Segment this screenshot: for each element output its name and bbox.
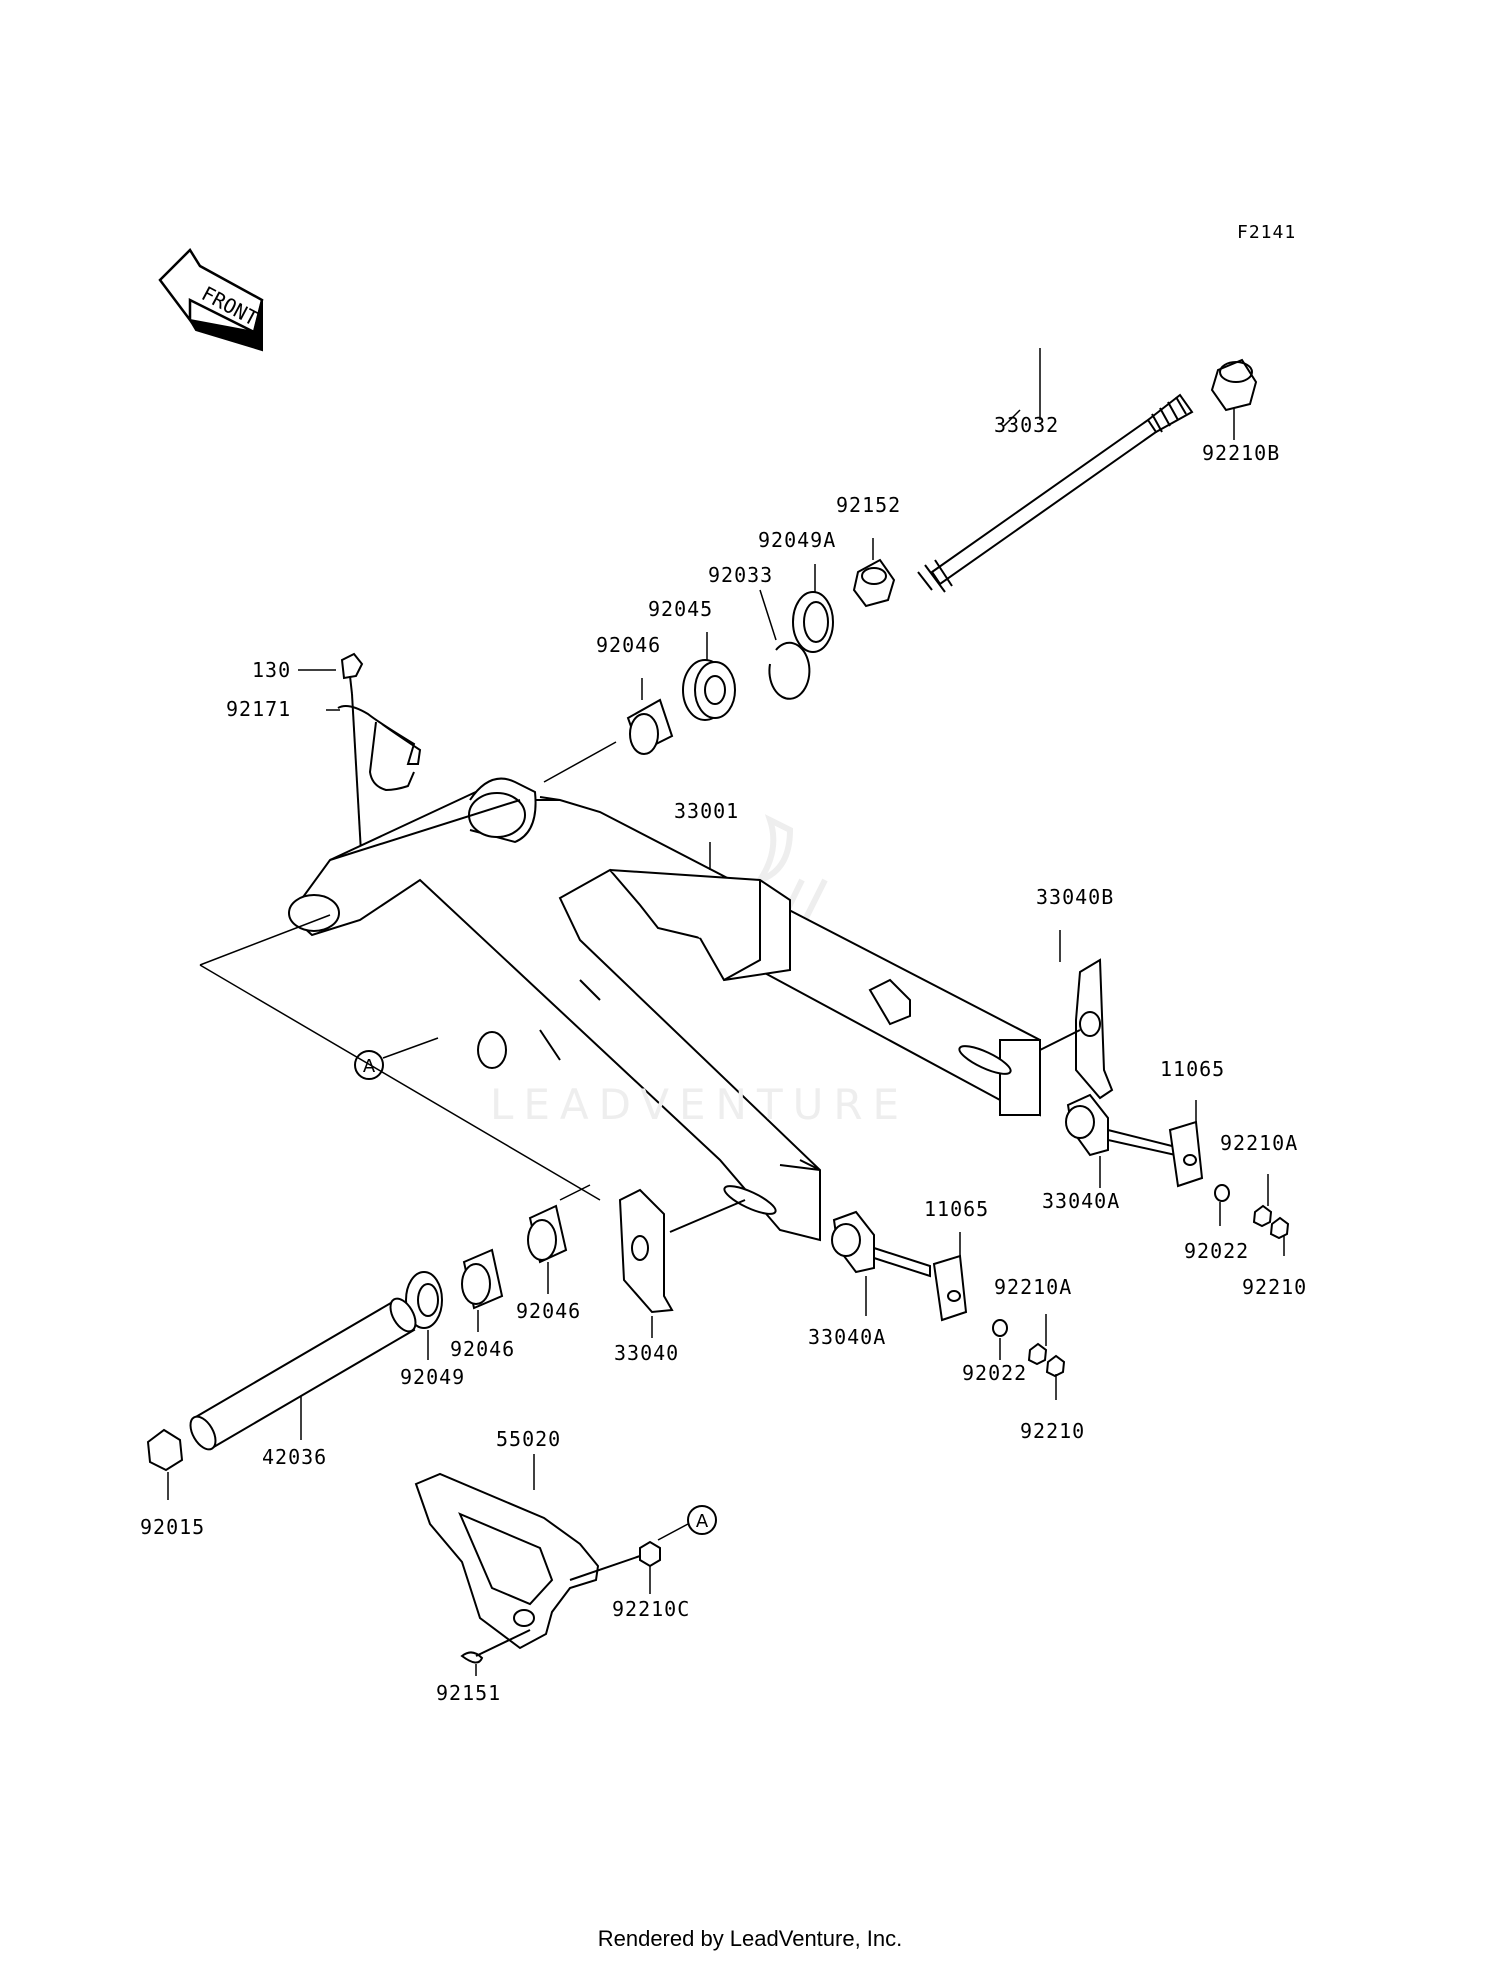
part-label-92049A[interactable]: 92049A	[758, 528, 837, 552]
nut-92210A-right	[1254, 1206, 1271, 1226]
nut-92210A-left	[1029, 1344, 1046, 1364]
part-label-11065-right[interactable]: 11065	[1160, 1057, 1226, 1081]
part-label-92210A-right[interactable]: 92210A	[1220, 1131, 1299, 1155]
adjuster-33040A-right	[1066, 1095, 1180, 1156]
part-label-33040A-left[interactable]: 33040A	[808, 1325, 887, 1349]
washer-92022-left	[993, 1320, 1007, 1336]
screw-92210C	[640, 1542, 660, 1566]
nut-92210-right	[1271, 1218, 1288, 1238]
washer-92022-right	[1215, 1185, 1229, 1201]
nut-92210B	[1212, 360, 1256, 410]
bearing-92046-top	[628, 700, 672, 754]
part-label-130[interactable]: 130	[252, 658, 292, 682]
callout-A-guide: A	[658, 1506, 716, 1540]
part-label-92210-left[interactable]: 92210	[1020, 1419, 1086, 1443]
nut-92210-left	[1047, 1356, 1064, 1376]
callout-A-swingarm: A	[355, 1038, 438, 1079]
part-label-92022-left[interactable]: 92022	[962, 1361, 1028, 1385]
callout-A-letter: A	[363, 1056, 376, 1077]
bracket-33040	[620, 1190, 672, 1312]
part-label-92033[interactable]: 92033	[708, 563, 774, 587]
part-label-92015[interactable]: 92015	[140, 1515, 206, 1539]
part-label-92210C[interactable]: 92210C	[612, 1597, 691, 1621]
seal-92049A	[793, 592, 833, 652]
bracket-33040B	[1076, 960, 1112, 1098]
leader-swingarm-top	[540, 797, 560, 800]
nut-92015	[148, 1430, 182, 1470]
part-label-92171[interactable]: 92171	[226, 697, 292, 721]
part-label-92049[interactable]: 92049	[400, 1365, 466, 1389]
leader-33040B	[1040, 1030, 1080, 1050]
part-label-92151[interactable]: 92151	[436, 1681, 502, 1705]
seal-92049	[406, 1272, 442, 1328]
bearing-92045	[683, 660, 735, 720]
circlip-92033	[769, 643, 809, 699]
part-label-92210A-left[interactable]: 92210A	[994, 1275, 1073, 1299]
leader-92151	[476, 1630, 530, 1656]
leader-bolt-down	[352, 694, 362, 870]
bearing-92046-b	[462, 1250, 502, 1308]
part-label-33001[interactable]: 33001	[674, 799, 740, 823]
figure-code: F2141	[1237, 222, 1297, 243]
sleeve-42036	[185, 1294, 420, 1453]
leader-lines	[168, 348, 1284, 1676]
watermark-text: LEADVENTURE	[490, 1080, 910, 1129]
adjuster-33040A-left	[832, 1212, 930, 1276]
swingarm-33001	[289, 779, 1040, 1240]
part-label-92210-right[interactable]: 92210	[1242, 1275, 1308, 1299]
part-label-92022-right[interactable]: 92022	[1184, 1239, 1250, 1263]
collar-92152	[854, 560, 894, 606]
part-label-92046-b[interactable]: 92046	[450, 1337, 516, 1361]
bracket-92171	[338, 706, 420, 790]
axle-33032	[918, 395, 1192, 592]
part-label-92210B[interactable]: 92210B	[1202, 441, 1281, 465]
front-arrow-icon: FRONT	[160, 250, 262, 350]
part-label-92152[interactable]: 92152	[836, 493, 902, 517]
bearing-92046-a	[528, 1206, 566, 1262]
leader-92210C	[570, 1556, 640, 1580]
part-label-33032[interactable]: 33032	[994, 413, 1060, 437]
callout-A-letter: A	[696, 1511, 709, 1532]
footer-credit: Rendered by LeadVenture, Inc.	[597, 1926, 903, 1951]
part-label-55020[interactable]: 55020	[496, 1427, 562, 1451]
plate-11065-left	[934, 1256, 966, 1320]
part-label-33040B[interactable]: 33040B	[1036, 885, 1115, 909]
part-label-92045[interactable]: 92045	[648, 597, 714, 621]
plate-11065-right	[1170, 1122, 1202, 1186]
part-label-92046-a[interactable]: 92046	[516, 1299, 582, 1323]
bolt-130	[342, 654, 362, 694]
leader-33040	[670, 1200, 745, 1232]
part-label-92046-top[interactable]: 92046	[596, 633, 662, 657]
part-label-42036[interactable]: 42036	[262, 1445, 328, 1469]
chain-guide-55020	[416, 1474, 598, 1648]
part-label-11065-left[interactable]: 11065	[924, 1197, 990, 1221]
part-label-33040A-right[interactable]: 33040A	[1042, 1189, 1121, 1213]
part-label-33040[interactable]: 33040	[614, 1341, 680, 1365]
